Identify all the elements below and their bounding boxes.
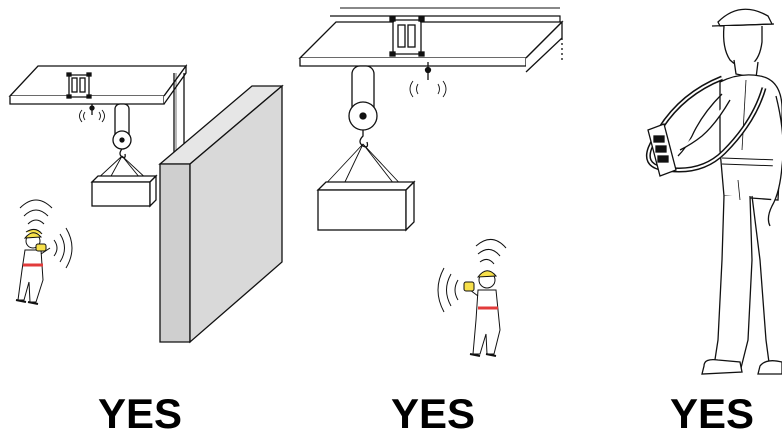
operator-2 <box>464 271 500 356</box>
antenna-waves-2 <box>410 81 446 97</box>
receiver-box-1 <box>67 73 91 98</box>
caption-panel-3: YES <box>632 393 782 435</box>
remote-controller <box>648 124 676 176</box>
wall <box>160 86 282 342</box>
caption-panel-2: YES <box>353 393 513 435</box>
operator-1 <box>16 229 50 304</box>
worker-figure <box>678 9 782 374</box>
panel-3-operator-with-strap <box>648 9 782 374</box>
receiver-box-2 <box>390 17 424 56</box>
load-1 <box>92 156 156 206</box>
panel-2-crane-direct <box>300 8 562 356</box>
load-2 <box>318 144 414 230</box>
hoist-2 <box>349 66 377 147</box>
panel-1-crane-behind-wall <box>10 66 282 342</box>
antenna-1 <box>90 104 94 115</box>
crane-beam-2 <box>300 8 562 72</box>
caption-panel-1: YES <box>60 393 220 435</box>
hoist-1 <box>113 104 131 158</box>
